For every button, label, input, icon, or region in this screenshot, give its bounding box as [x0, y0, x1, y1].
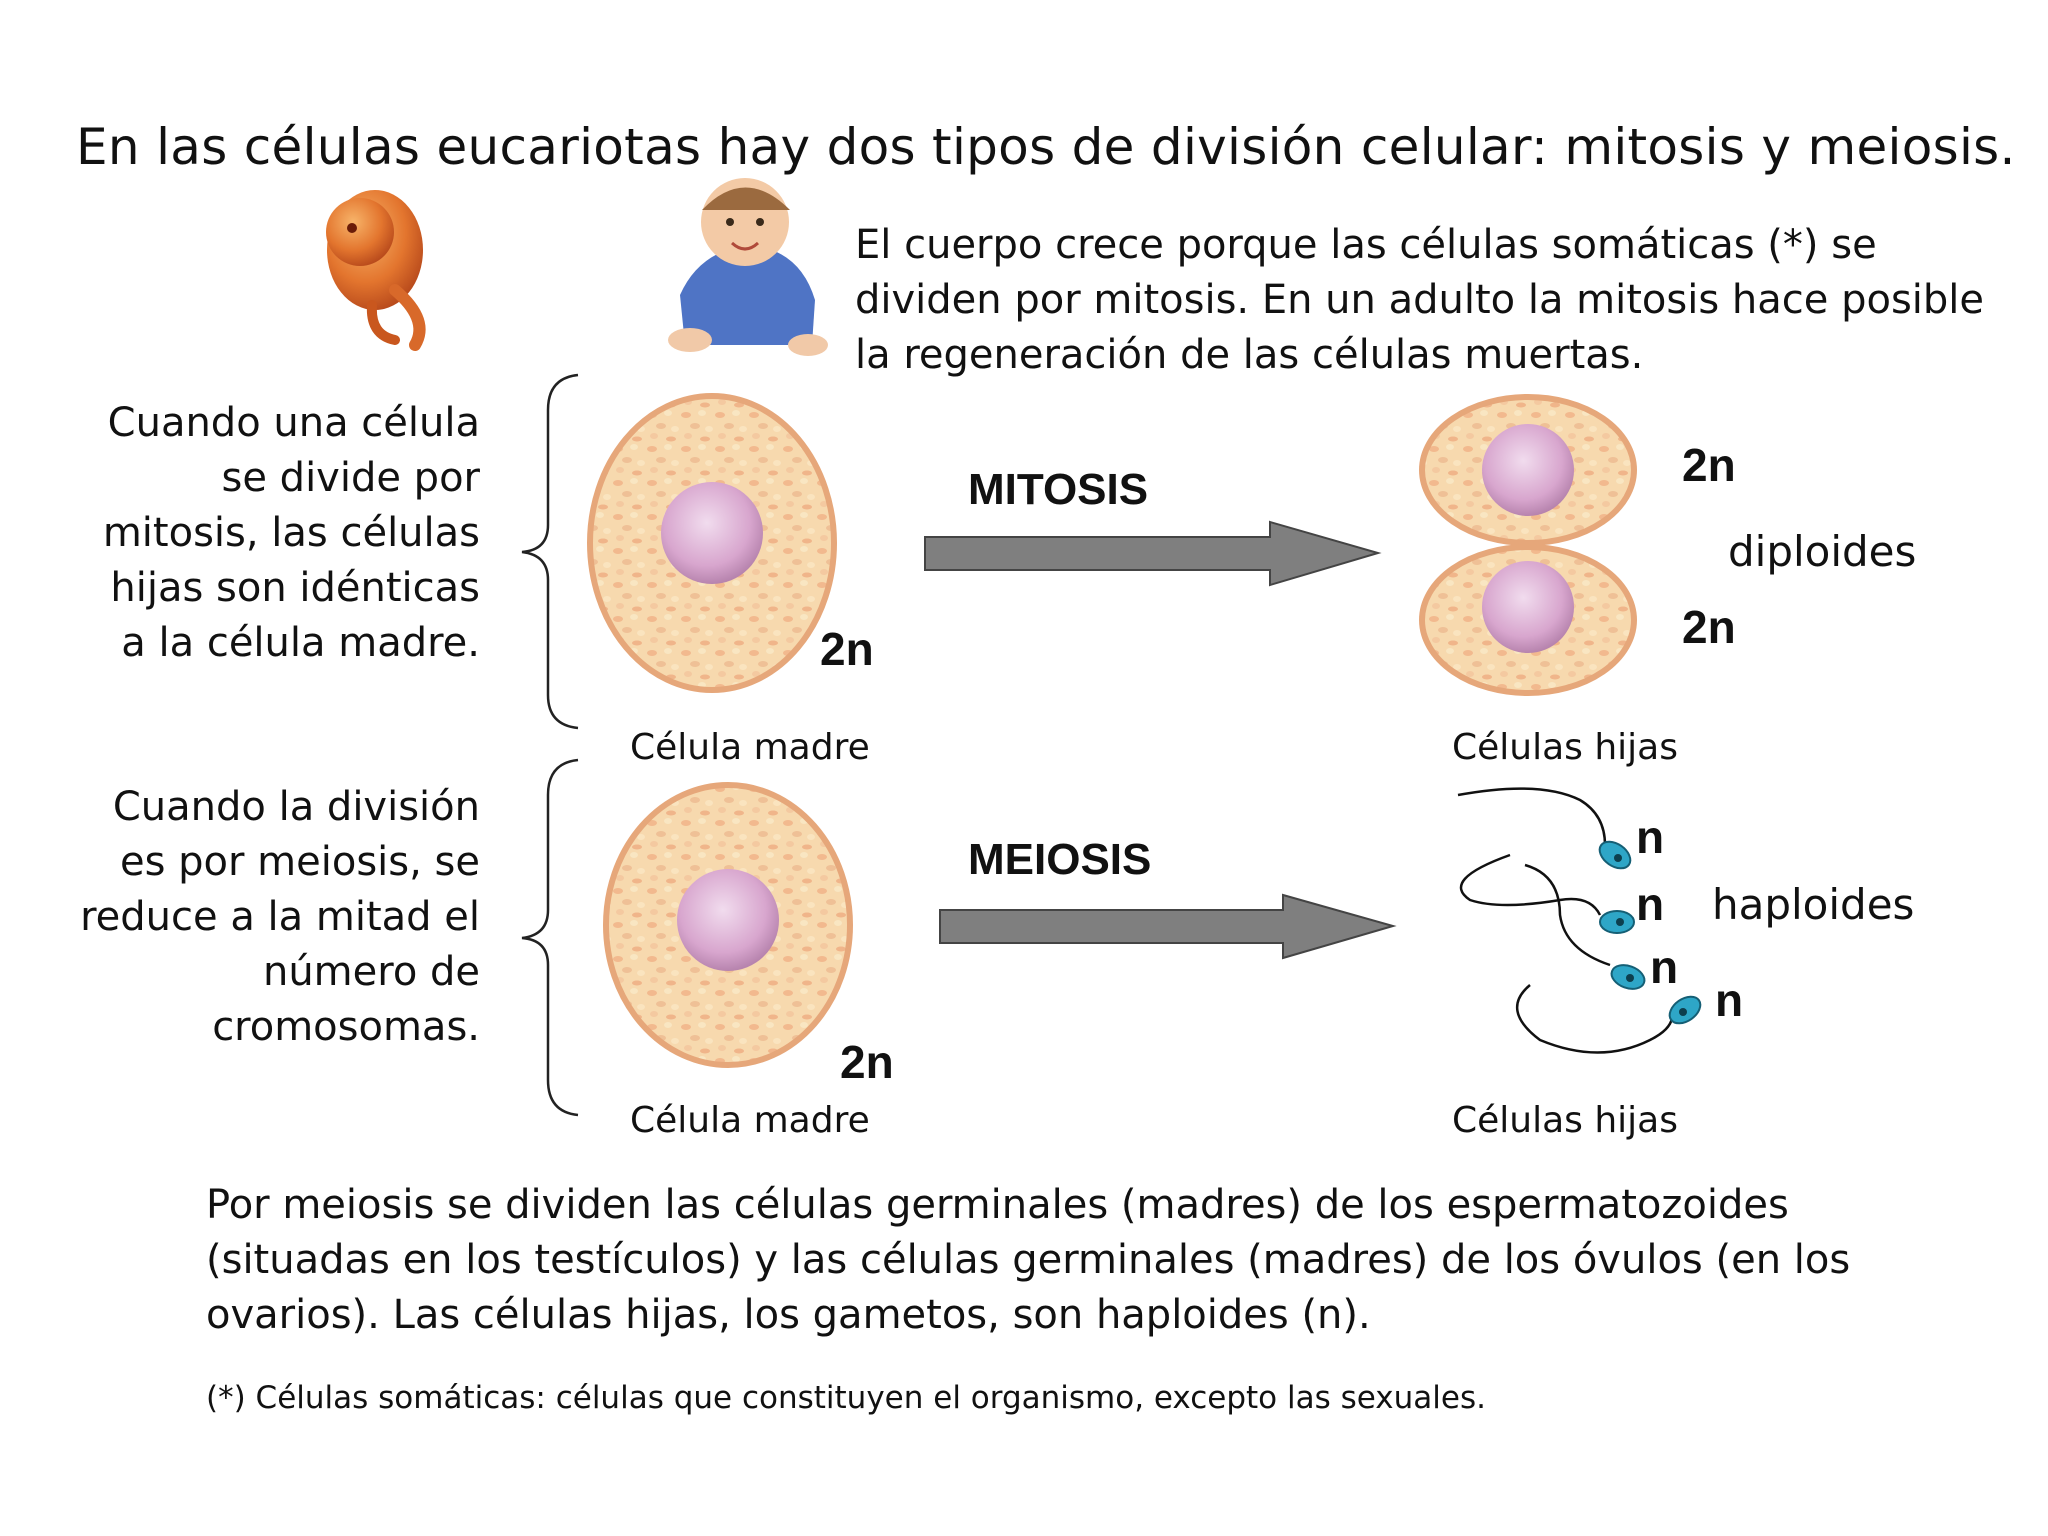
nucleus — [1482, 424, 1574, 516]
meiosis-mother-cell — [603, 782, 853, 1068]
meiosis-daughters-caption: Células hijas — [1452, 1100, 1679, 1141]
sperm-cell-4 — [1515, 984, 1702, 1054]
meiosis-arrow — [939, 893, 1397, 960]
diploid-label: diploides — [1728, 527, 1917, 576]
intro-text: El cuerpo crece porque las células somát… — [855, 222, 1985, 378]
mitosis-mother-caption: Célula madre — [630, 727, 870, 768]
mitosis-explanation: Cuando una célula se divide por mitosis,… — [102, 400, 480, 666]
sperm-cell-2 — [1459, 853, 1635, 934]
meiosis-brace — [521, 758, 579, 1117]
mitosis-label: MITOSIS — [968, 465, 1149, 514]
meiosis-mother-ploidy: 2n — [840, 1036, 894, 1088]
nucleus — [661, 482, 763, 584]
mitosis-daughter-cell-top — [1419, 394, 1637, 546]
gamete-ploidy-3: n — [1650, 941, 1679, 993]
gamete-ploidy-1: n — [1636, 811, 1665, 863]
mitosis-daughter-cell-bottom — [1419, 544, 1637, 696]
page-title: En las células eucariotas hay dos tipos … — [76, 118, 2016, 176]
nucleus — [1482, 561, 1574, 653]
mitosis-arrow — [924, 520, 1382, 587]
meiosis-label: MEIOSIS — [968, 835, 1152, 884]
sperm-cell-1 — [1457, 787, 1632, 870]
sperm-cell-3 — [1524, 863, 1646, 990]
mitosis-daughters-caption: Células hijas — [1452, 727, 1679, 768]
footnote: (*) Células somáticas: células que const… — [206, 1380, 1486, 1416]
mitosis-mother-cell — [587, 393, 837, 693]
gamete-ploidy-4: n — [1715, 974, 1744, 1026]
haploid-label: haploides — [1712, 880, 1915, 929]
fetus-image — [326, 190, 426, 351]
baby-image — [668, 178, 828, 356]
nucleus — [677, 869, 779, 971]
mitosis-daughter-ploidy-bottom: 2n — [1682, 601, 1736, 653]
mitosis-daughter-ploidy-top: 2n — [1682, 439, 1736, 491]
gametes-explanation: Por meiosis se dividen las células germi… — [206, 1182, 1851, 1338]
meiosis-mother-caption: Célula madre — [630, 1100, 870, 1141]
meiosis-explanation: Cuando la división es por meiosis, se re… — [80, 784, 480, 1050]
mitosis-mother-ploidy: 2n — [820, 623, 874, 675]
mitosis-brace — [521, 373, 579, 730]
gamete-ploidy-2: n — [1636, 878, 1665, 930]
